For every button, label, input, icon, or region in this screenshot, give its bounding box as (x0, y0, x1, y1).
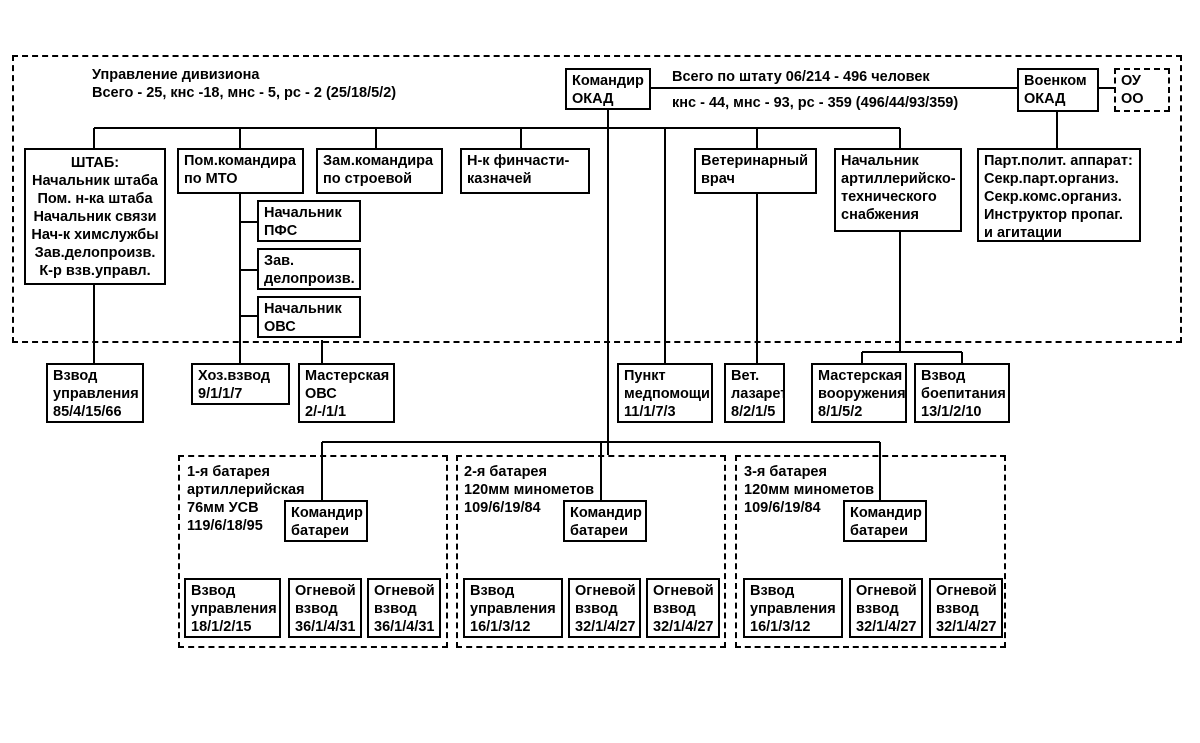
ovs-workshop: Мастерская ОВС 2/-/1/1 (298, 363, 395, 423)
records-clerk: Зав. делопроизв. (257, 248, 361, 290)
control-platoon: Взвод управления 85/4/15/66 (46, 363, 144, 423)
battery-1-title: 1-я батарея артиллерийская 76мм УСВ 119/… (187, 464, 305, 534)
battery-1-fire-platoon-1: Огневой взвод 36/1/4/31 (288, 578, 362, 638)
battery-1-fire-platoon-2: Огневой взвод 36/1/4/31 (367, 578, 441, 638)
finance-chief: Н-к финчасти- казначей (460, 148, 590, 194)
battery-2-fire-platoon-1: Огневой взвод 32/1/4/27 (568, 578, 641, 638)
hq-frame (12, 55, 1182, 343)
pfs-chief: Начальник ПФС (257, 200, 361, 242)
commander-okad: Командир ОКАД (565, 68, 651, 110)
deputy-mto: Пом.командира по МТО (177, 148, 304, 194)
total-line-2: кнс - 44, мнс - 93, рс - 359 (496/44/93/… (672, 95, 959, 111)
political-apparatus: Парт.полит. аппарат: Секр.парт.организ. … (977, 148, 1141, 242)
battery-2-commander: Командир батареи (563, 500, 647, 542)
supply-platoon: Хоз.взвод 9/1/1/7 (191, 363, 290, 405)
commissar-okad: Военком ОКАД (1017, 68, 1099, 112)
battery-3-fire-platoon-2: Огневой взвод 32/1/4/27 (929, 578, 1003, 638)
battery-1-control-platoon: Взвод управления 18/1/2/15 (184, 578, 281, 638)
battery-3-control-platoon: Взвод управления 16/1/3/12 (743, 578, 843, 638)
medical-post: Пункт медпомощи 11/1/7/3 (617, 363, 713, 423)
battery-3-fire-platoon-1: Огневой взвод 32/1/4/27 (849, 578, 923, 638)
battery-3-title: 3-я батарея 120мм минометов 109/6/19/84 (744, 464, 875, 516)
battery-3-frame (735, 455, 1006, 648)
battery-2-frame (456, 455, 726, 648)
battery-2-control-platoon: Взвод управления 16/1/3/12 (463, 578, 563, 638)
battery-2-fire-platoon-2: Огневой взвод 32/1/4/27 (646, 578, 720, 638)
deputy-drill: Зам.командира по строевой (316, 148, 443, 194)
total-line-1: Всего по штату 06/214 - 496 человек (672, 69, 930, 85)
ammo-platoon: Взвод боепитания 13/1/2/10 (914, 363, 1010, 423)
battery-1-frame (178, 455, 448, 648)
battery-3-commander: Командир батареи (843, 500, 927, 542)
hq-title: Управление дивизиона (92, 67, 260, 83)
vet-doctor: Ветеринарный врач (694, 148, 817, 194)
battery-2-title: 2-я батарея 120мм минометов 109/6/19/84 (464, 464, 595, 516)
staff-box: ШТАБ: Начальник штаба Пом. н-ка штаба На… (24, 148, 166, 285)
vet-hospital: Вет. лазарет 8/2/1/5 (724, 363, 785, 423)
artillery-supply-chief: Начальник артиллерийско- технического сн… (834, 148, 962, 232)
hq-totals: Всего - 25, кнс -18, мнс - 5, рс - 2 (25… (92, 85, 397, 101)
ovs-chief: Начальник ОВС (257, 296, 361, 338)
battery-1-commander: Командир батареи (284, 500, 368, 542)
armament-workshop: Мастерская вооружения 8/1/5/2 (811, 363, 907, 423)
nkvd-box: ОУ ОО НКВД (1114, 68, 1170, 112)
